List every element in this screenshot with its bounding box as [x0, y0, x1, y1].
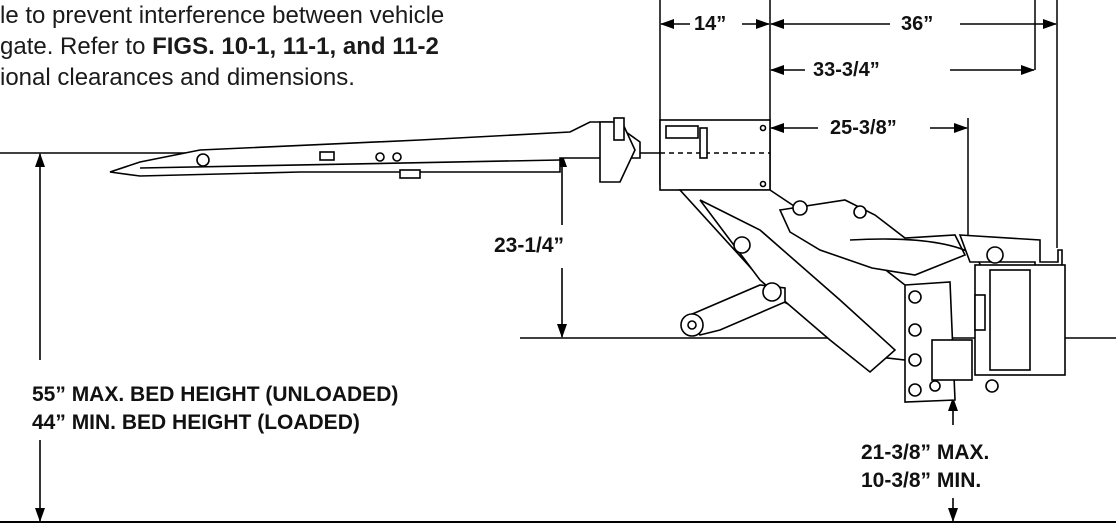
intro-line-1: le to prevent interference between vehic…: [0, 2, 445, 29]
mount-bolt-1: [759, 124, 767, 132]
ramp-edge: [139, 159, 561, 169]
figure-reference: FIGS. 10-1, 11-1, and 11-2: [152, 33, 439, 60]
dim-23-1-4-label: 23-1/4”: [490, 234, 569, 258]
bed-height-min-label: 44” MIN. BED HEIGHT (LOADED): [28, 411, 364, 435]
arm-pivot: [733, 236, 751, 254]
column-bolt-2: [908, 323, 922, 337]
lift-mechanism: [678, 189, 991, 374]
mount-box: [659, 119, 771, 191]
platform-ramp: [109, 117, 641, 183]
dim-36-label: 36”: [897, 12, 938, 36]
dimension-arrows: [35, 19, 1057, 522]
intro-line-3: ional clearances and dimensions.: [0, 64, 355, 91]
dim-14-label: 14”: [690, 12, 731, 36]
cylinder-pivot: [792, 200, 808, 216]
column-foot-1: [929, 380, 941, 392]
column-foot-2: [985, 379, 999, 393]
cylinder-end: [853, 205, 867, 219]
mount-label-plate: [665, 125, 699, 139]
dim-33-3-4-label: 33-3/4”: [809, 58, 884, 82]
roller-pivot: [762, 282, 782, 302]
ramp-pin-3: [392, 152, 402, 162]
valve-block: [974, 294, 986, 331]
bed-height-max-label: 55” MAX. BED HEIGHT (UNLOADED): [28, 383, 403, 407]
drop-max-label: 21-3/8” MAX.: [857, 441, 994, 465]
intro-line-2: gate. Refer to FIGS. 10-1, 11-1, and 11-…: [0, 31, 439, 62]
mount-bolt-2: [759, 180, 767, 188]
column-bolt-4: [908, 383, 922, 397]
ramp-latch: [399, 169, 421, 179]
ramp-stop: [613, 117, 625, 141]
column-top-pivot: [986, 246, 1004, 264]
roller-hub: [687, 320, 697, 330]
column-assembly: [904, 234, 1066, 403]
roller-arm: [688, 284, 786, 336]
ramp-pin-2: [375, 152, 385, 162]
ramp-pin-1: [196, 153, 210, 167]
ramp-body: [109, 121, 641, 177]
column-bolt-1: [908, 290, 922, 304]
ramp-bracket: [319, 151, 335, 161]
intro-line-2-text: gate. Refer to: [0, 33, 153, 60]
power-unit-motor: [989, 269, 1031, 371]
dim-25-3-8-label: 25-3/8”: [826, 116, 901, 140]
column-bolt-3: [908, 353, 922, 367]
drop-min-label: 10-3/8” MIN.: [857, 469, 986, 493]
control-box: [931, 339, 973, 381]
mount-slot: [699, 127, 708, 159]
